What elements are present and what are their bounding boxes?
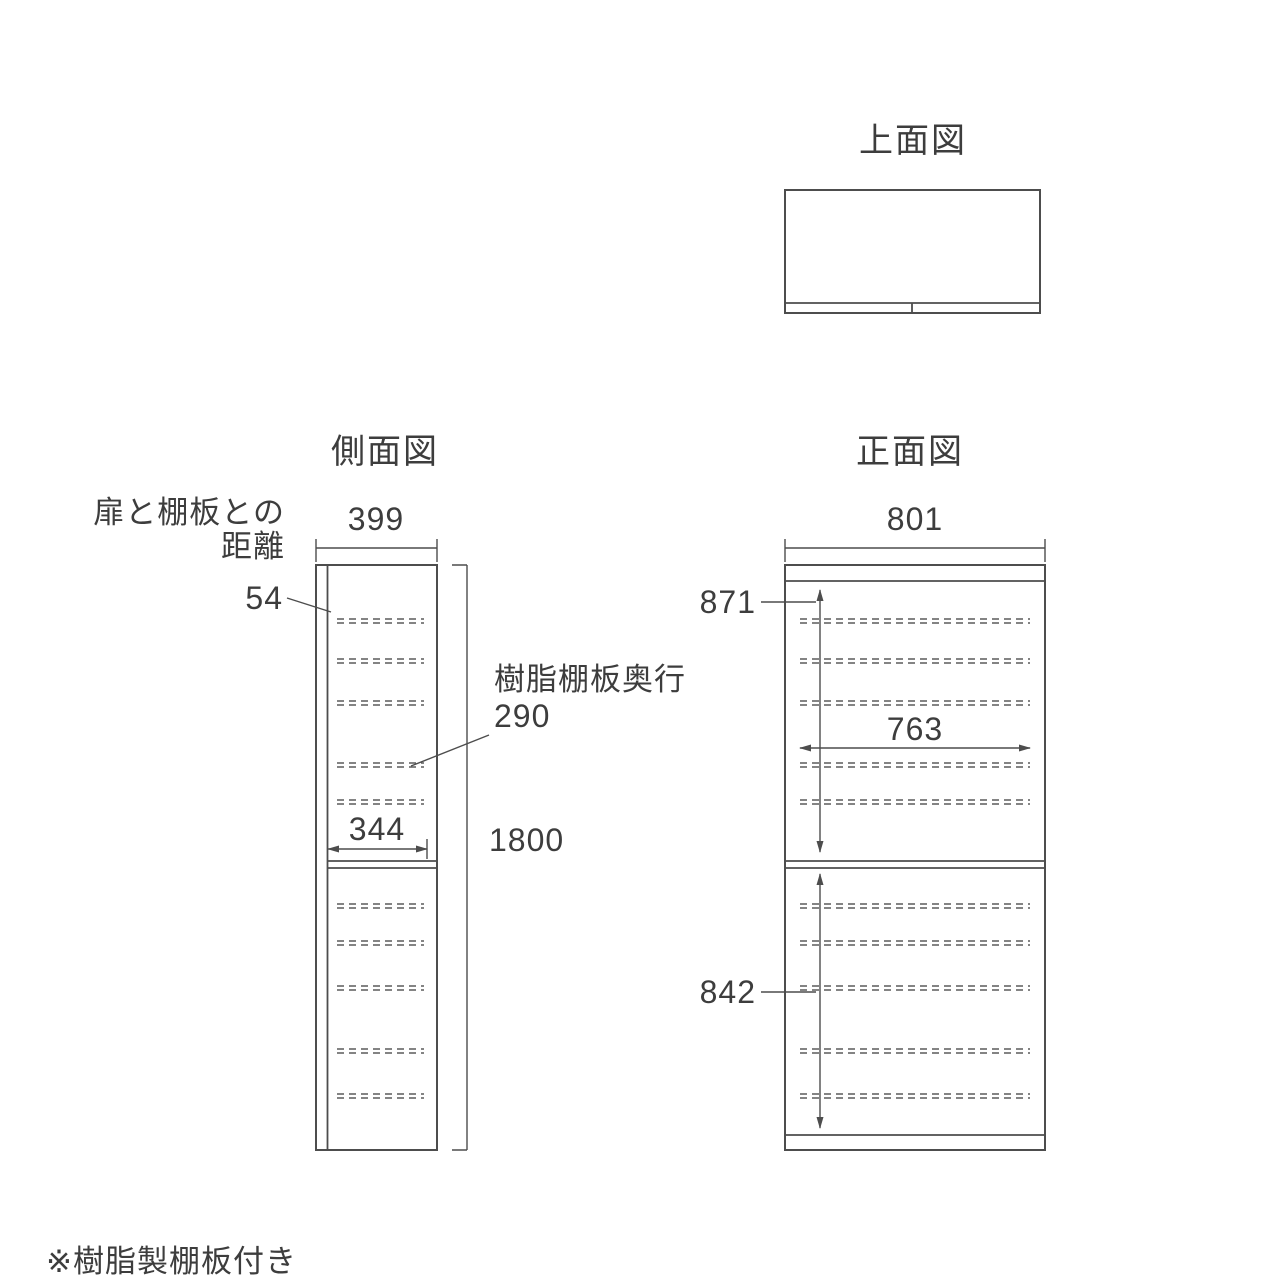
dim-value-1800: 1800 [489,822,564,858]
dim-front-lower-height: 842 [700,873,824,1129]
dim-line-1800 [452,564,468,1151]
arrow-up-871 [816,589,824,601]
side-shelf-pin-rows-lower [337,903,424,1099]
front-view-title: 正面図 [856,433,964,471]
side-middle-shelf [327,860,437,869]
dim-line-399 [315,539,438,562]
door-gap-value: 54 [245,580,283,616]
footnote: ※樹脂製棚板付き [46,1244,297,1279]
arrow-up-842 [816,873,824,885]
callout-door-gap: 扉と棚板との 距離 54 [93,495,332,616]
dim-side-overall-depth: 399 [315,501,438,562]
top-view-outline [784,189,1041,314]
front-shelf-pin-rows-upper [800,618,1030,805]
front-middle-shelf [785,860,1045,869]
dim-front-inner-width: 763 [799,711,1031,752]
dim-value-763: 763 [887,711,943,747]
door-gap-leader-line [286,597,332,613]
side-view-title: 側面図 [331,433,439,471]
side-view-outline [315,564,438,1151]
arrow-left-344 [327,845,339,853]
dim-front-upper-height: 871 [700,584,824,853]
dim-side-overall-height: 1800 [452,564,564,1151]
shelf-depth-leader-line [410,734,490,767]
door-gap-label-line2: 距離 [221,529,285,564]
shelf-depth-label: 樹脂棚板奥行 [494,662,686,697]
dim-value-344: 344 [349,811,405,847]
side-shelf-pin-rows-upper [337,618,424,805]
dim-value-842: 842 [700,974,756,1010]
front-shelf-pin-rows-lower [800,903,1030,1099]
arrow-right-763 [1019,744,1031,752]
arrow-left-763 [799,744,811,752]
door-gap-label-line1: 扉と棚板との [93,495,285,530]
top-view: 上面図 [784,122,1041,314]
arrow-down-871 [816,841,824,853]
front-view: 正面図 801 871 763 [700,433,1046,1151]
arrow-down-842 [816,1117,824,1129]
shelf-depth-value: 290 [494,698,550,734]
side-view: 側面図 399 1800 344 [93,433,686,1151]
dim-side-inner-depth: 344 [327,811,428,859]
dim-value-801: 801 [887,501,943,537]
front-view-outline [784,564,1046,1151]
dim-value-399: 399 [348,501,404,537]
top-view-title: 上面図 [859,122,967,160]
dim-front-overall-width: 801 [784,501,1046,562]
callout-shelf-depth: 樹脂棚板奥行 290 [410,662,686,767]
arrow-right-344 [416,845,428,853]
dim-value-871: 871 [700,584,756,620]
dim-line-801 [784,539,1046,562]
